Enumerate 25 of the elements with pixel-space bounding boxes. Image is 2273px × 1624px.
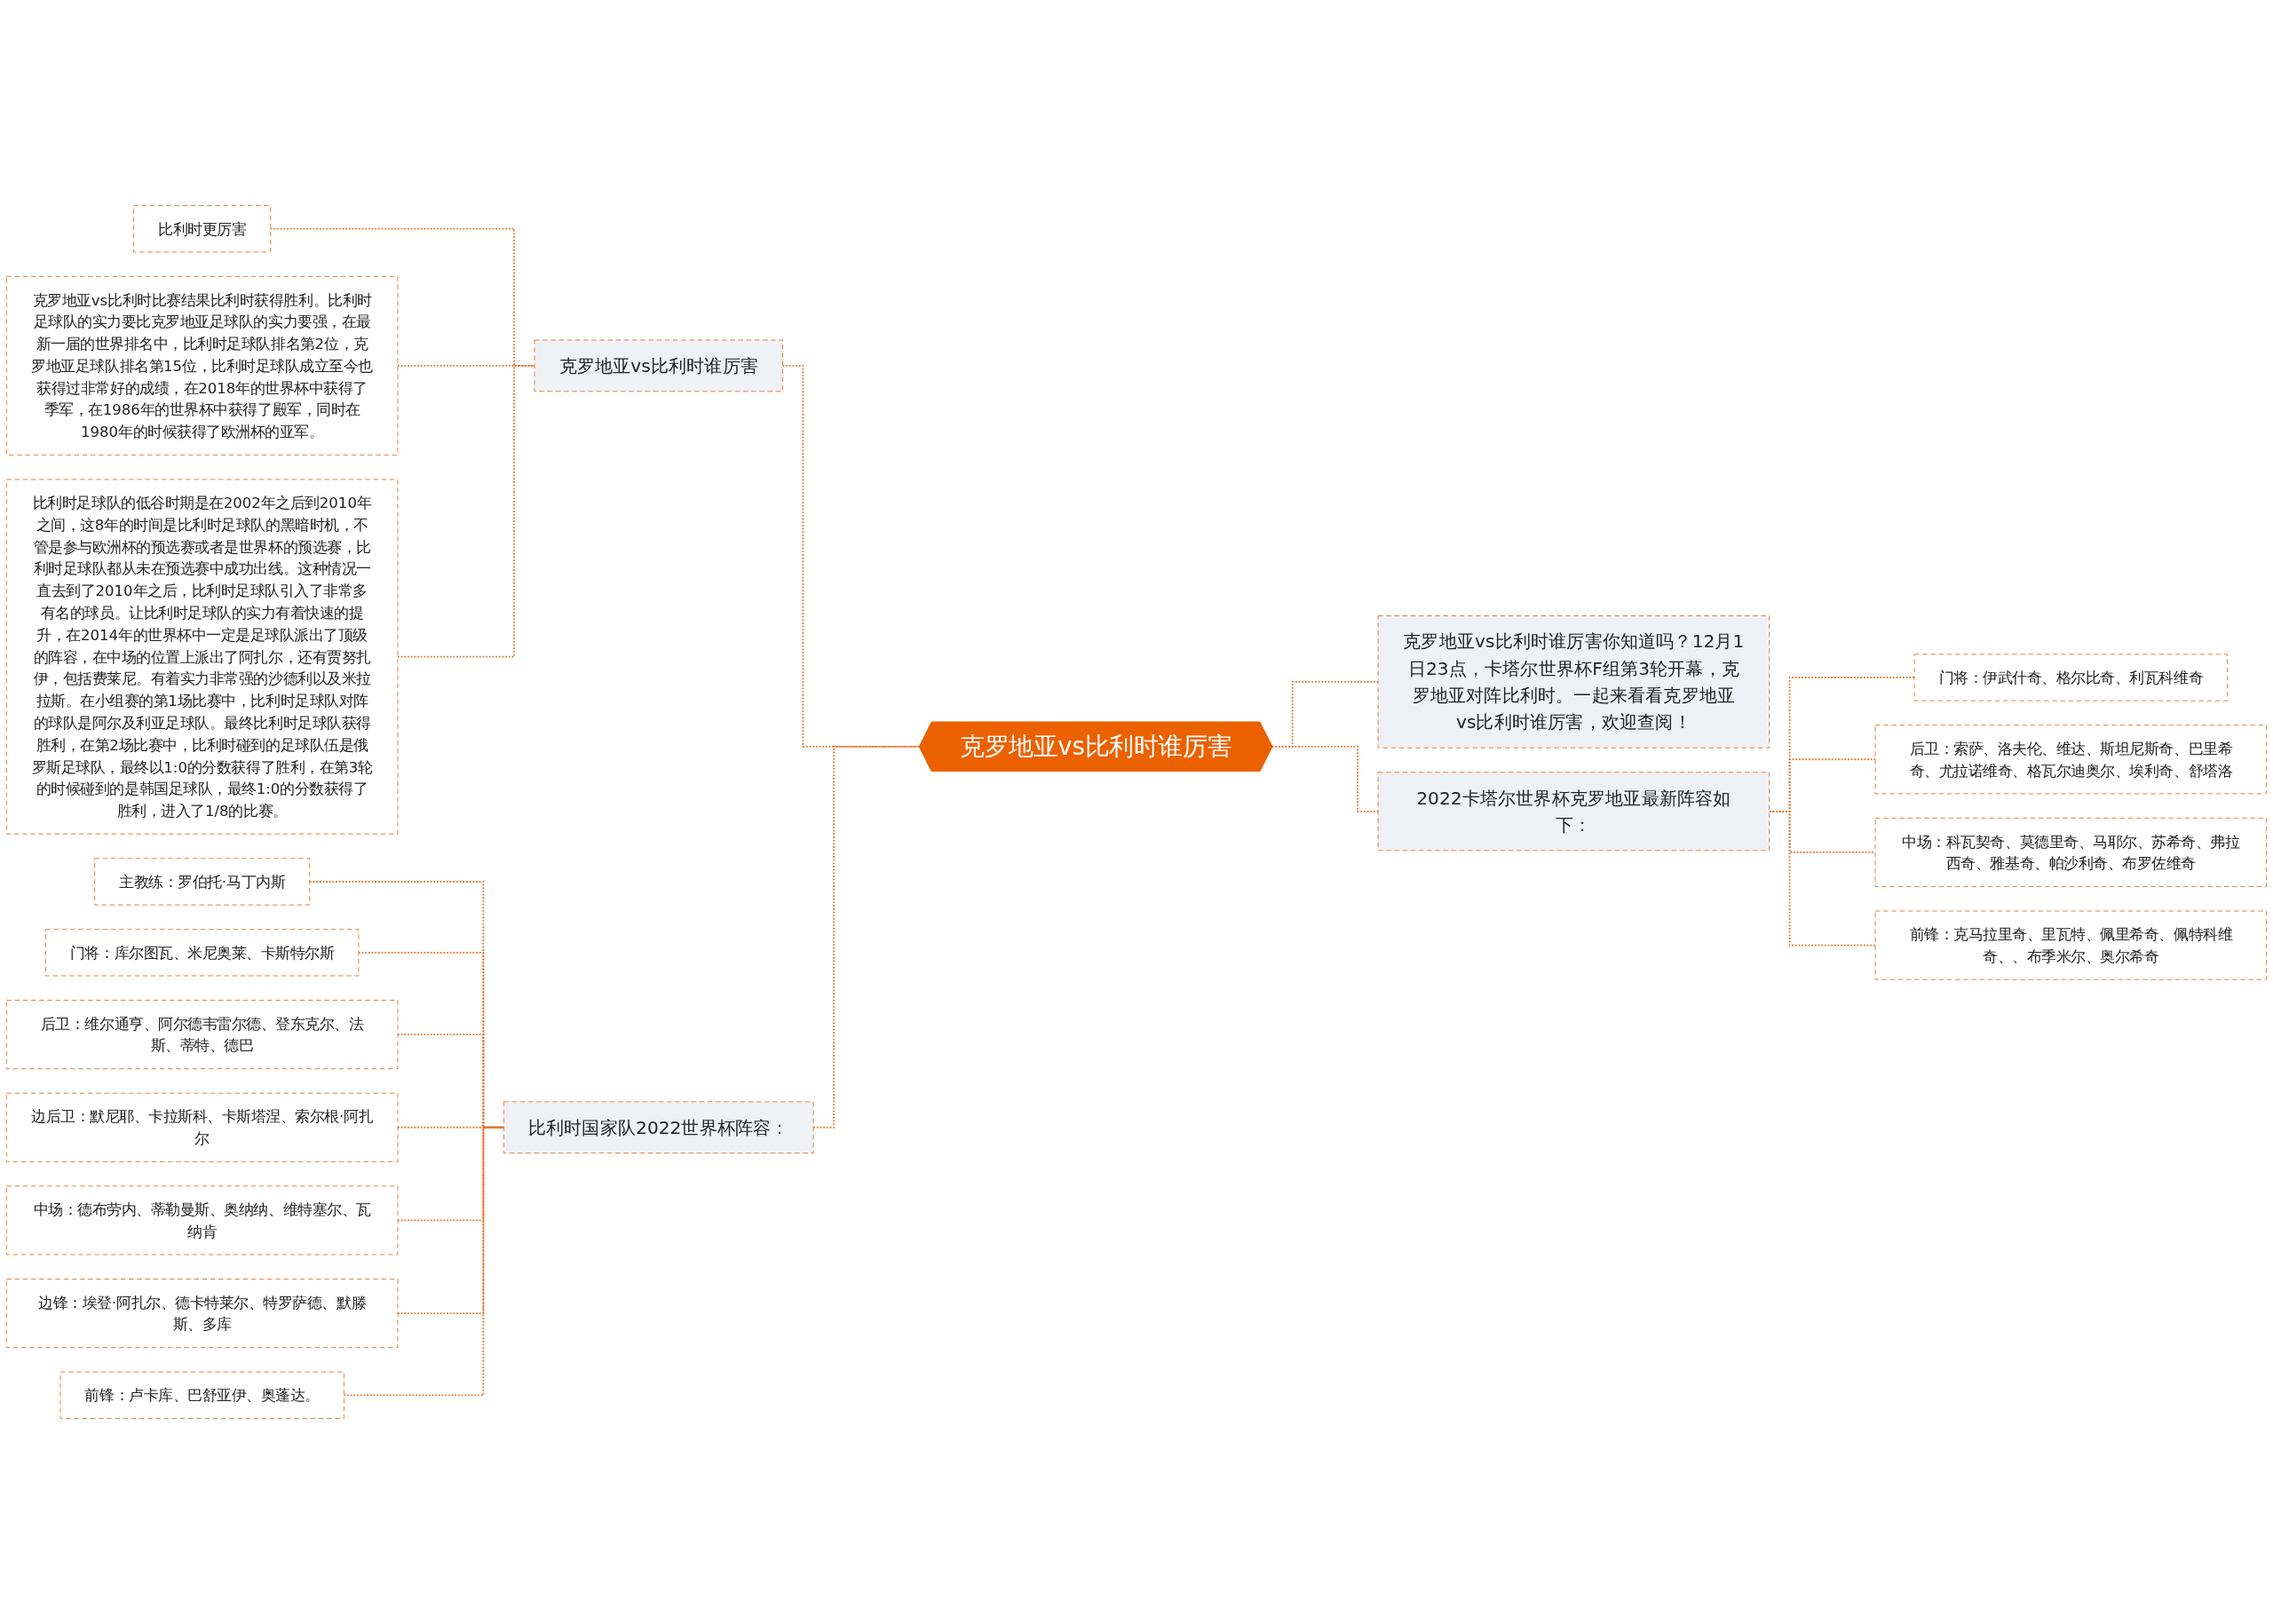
connector [1768, 810, 1876, 947]
node-box: 边后卫：默尼耶、卡拉斯科、卡斯塔涅、索尔根·阿扎尔 [5, 1092, 399, 1162]
node-box: 比利时国家队2022世界杯阵容： [503, 1101, 814, 1154]
connector [397, 1126, 505, 1314]
node-box: 克罗地亚vs比利时比赛结果比利时获得胜利。比利时足球队的实力要比克罗地亚足球队的实力要强，在最新一届的世界排名中，比利时足球队排名第2位，克罗地亚足球队排名第15位，比利时足球队成立至今也获得过非常好的成绩，在2018年的世界杯中获得了季军，在1986年的世界杯中获得了殿军，同时在1980年的时候获得了欧洲杯的亚军。 [5, 275, 399, 456]
connector [343, 1126, 505, 1397]
node-box: 中场：德布劳内、蒂勒曼斯、奥纳纳、维特塞尔、瓦纳肯 [5, 1185, 399, 1256]
node-box: 克罗地亚vs比利时谁厉害 [534, 339, 783, 392]
node-box: 后卫：维尔通亨、阿尔德韦雷尔德、登东克尔、法斯、蒂特、德巴 [5, 1000, 399, 1070]
node-box: 前锋：克马拉里奇、里瓦特、佩里希奇、佩特科维奇、、布季米尔、奥尔希奇 [1874, 910, 2268, 980]
node-box: 2022卡塔尔世界杯克罗地亚最新阵容如下： [1377, 772, 1770, 852]
node-box: 前锋：卢卡库、巴舒亚伊、奥蓬达。 [59, 1371, 345, 1419]
node-box: 边锋：埃登·阿扎尔、德卡特莱尔、特罗萨德、默滕斯、多库 [5, 1279, 399, 1349]
connector [781, 364, 921, 748]
node-box: 门将：伊武什奇、格尔比奇、利瓦科维奇 [1913, 654, 2229, 701]
node-box: 中场：科瓦契奇、莫德里奇、马耶尔、苏希奇、弗拉西奇、雅基奇、帕沙利奇、布罗佐维奇 [1874, 817, 2268, 887]
connector [397, 364, 535, 367]
node-box: 比利时更厉害 [133, 205, 272, 253]
node-box: 克罗地亚vs比利时谁厉害你知道吗？12月1日23点，卡塔尔世界杯F组第3轮开幕，克罗地亚对阵比利时。一起来看看克罗地亚vs比利时谁厉害，欢迎查阅！ [1377, 615, 1770, 749]
node-box: 主教练：罗伯托·马丁内斯 [94, 858, 311, 906]
node-box: 比利时足球队的低谷时期是在2002年之后到2010年之间，这8年的时间是比利时足球队的黑暗时机，不管是参与欧洲杯的预选赛或者是世界杯的预选赛，比利时足球队都从未在预选赛中成功出线。这种情况一直去到了2010年之后，比利时足球队引入了非常多有名的球员。让比利时足球队的实力有着快速的提升，在2014年的世界杯中一定是足球队派出了顶级的阵容，在中场的位置上派出了阿扎尔，还有贾努扎伊，包括费莱尼。有着实力非常强的沙德利以及米拉拉斯。在小组赛的第1场比赛中，比利时足球队对阵的球队是阿尔及利亚足球队。最终比利时足球队获得胜利，在第2场比赛中，比利时碰到的足球队伍是俄罗斯足球队，最终以1:0的分数获得了胜利，在第3轮的时候碰到的是韩国足球队，最终1:0的分数获得了胜利，进入了1/8的比赛。 [5, 479, 399, 835]
node-box: 门将：库尔图瓦、米尼奥莱、卡斯特尔斯 [44, 929, 360, 977]
connector [269, 227, 535, 367]
connector [397, 364, 535, 658]
node-box: 后卫：索萨、洛夫伦、维达、斯坦尼斯奇、巴里希奇、尤拉诺维奇、格瓦尔迪奥尔、埃利奇、舒塔洛 [1874, 725, 2268, 795]
